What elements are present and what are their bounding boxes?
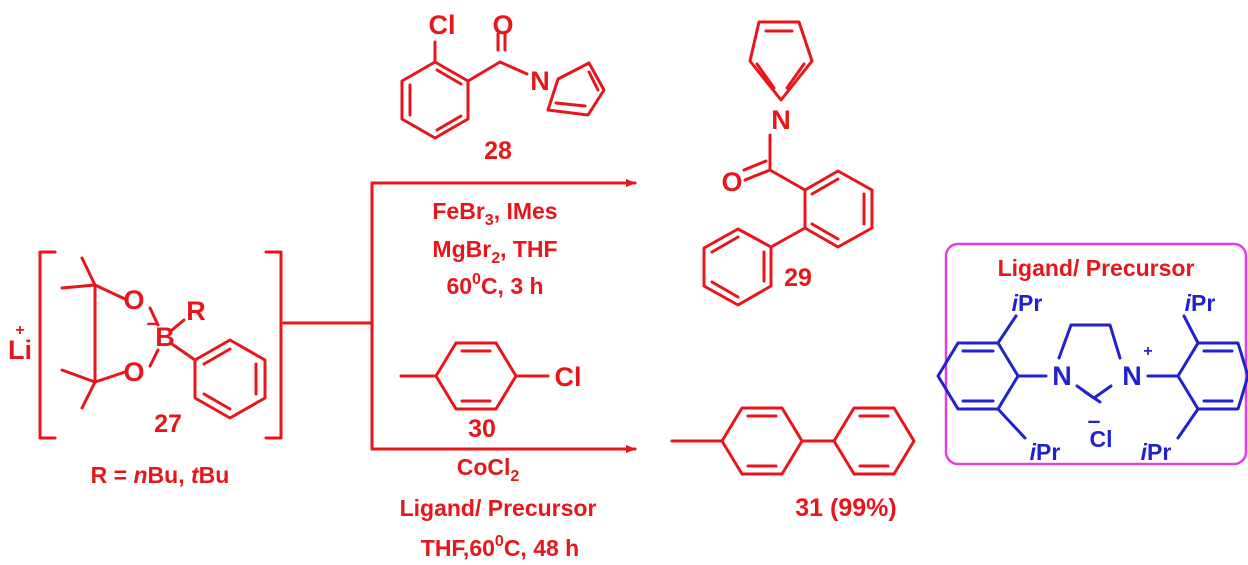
atom-R: R	[186, 296, 206, 326]
ligand-atom-N-right: N	[1122, 361, 1142, 391]
compound-28-label: 28	[484, 137, 512, 165]
ligand-iPr-top-left: iPr	[1012, 290, 1043, 316]
atom-O-lower: O	[123, 357, 144, 387]
boron-charge-minus: –	[147, 309, 160, 335]
compound-28-atom-O: O	[492, 10, 513, 40]
ligand-box	[944, 242, 1248, 466]
compound-30-structure	[399, 341, 550, 411]
compound-29-atom-N: N	[771, 105, 791, 135]
atom-B: B	[155, 322, 175, 352]
compound-28-atom-Cl: Cl	[429, 10, 456, 40]
atom-Li: Li	[8, 335, 32, 365]
bottom-conditions-line2: Ligand/ Precursor	[400, 495, 597, 521]
compound-29-label: 29	[784, 264, 812, 292]
top-conditions-line3: 600C, 3 h	[446, 271, 543, 299]
lithium-charge-plus: +	[15, 322, 24, 339]
compound-31-structure	[670, 406, 916, 476]
chloride-charge-minus: –	[1088, 407, 1101, 433]
compound-30-atom-Cl: Cl	[555, 362, 582, 392]
ligand-iPr-bottom-right: iPr	[1141, 439, 1172, 465]
ligand-iPr-bottom-left: iPr	[1030, 439, 1061, 465]
compound-27-structure	[38, 250, 283, 440]
ligand-structure	[936, 314, 1248, 440]
top-conditions-line1: FeBr3, IMes	[432, 198, 557, 229]
compound-30-label: 30	[468, 415, 496, 443]
chloride-counterion: Cl	[1090, 426, 1113, 452]
compound-28-atom-N: N	[530, 66, 550, 96]
right-bracket	[264, 250, 283, 440]
compound-29-structure	[702, 20, 874, 307]
ligand-charge-plus: +	[1143, 343, 1152, 360]
reaction-arrows	[282, 179, 637, 453]
ligand-iPr-top-right: iPr	[1185, 290, 1216, 316]
atom-O-upper: O	[123, 285, 144, 315]
left-bracket	[38, 250, 57, 440]
compound-27-label: 27	[154, 410, 182, 438]
compound-28-structure	[400, 32, 606, 140]
bottom-conditions-line1: CoCl2	[457, 454, 520, 485]
bottom-conditions-line3: THF,600C, 48 h	[421, 533, 579, 561]
compound-31-label: 31 (99%)	[795, 494, 896, 522]
ligand-box-title: Ligand/ Precursor	[998, 255, 1195, 281]
compound-29-atom-O: O	[721, 167, 742, 197]
r-group-definition: R = nBu, tBu	[91, 462, 230, 488]
ligand-atom-N-left: N	[1052, 361, 1072, 391]
top-conditions-line2: MgBr2, THF	[432, 236, 557, 267]
